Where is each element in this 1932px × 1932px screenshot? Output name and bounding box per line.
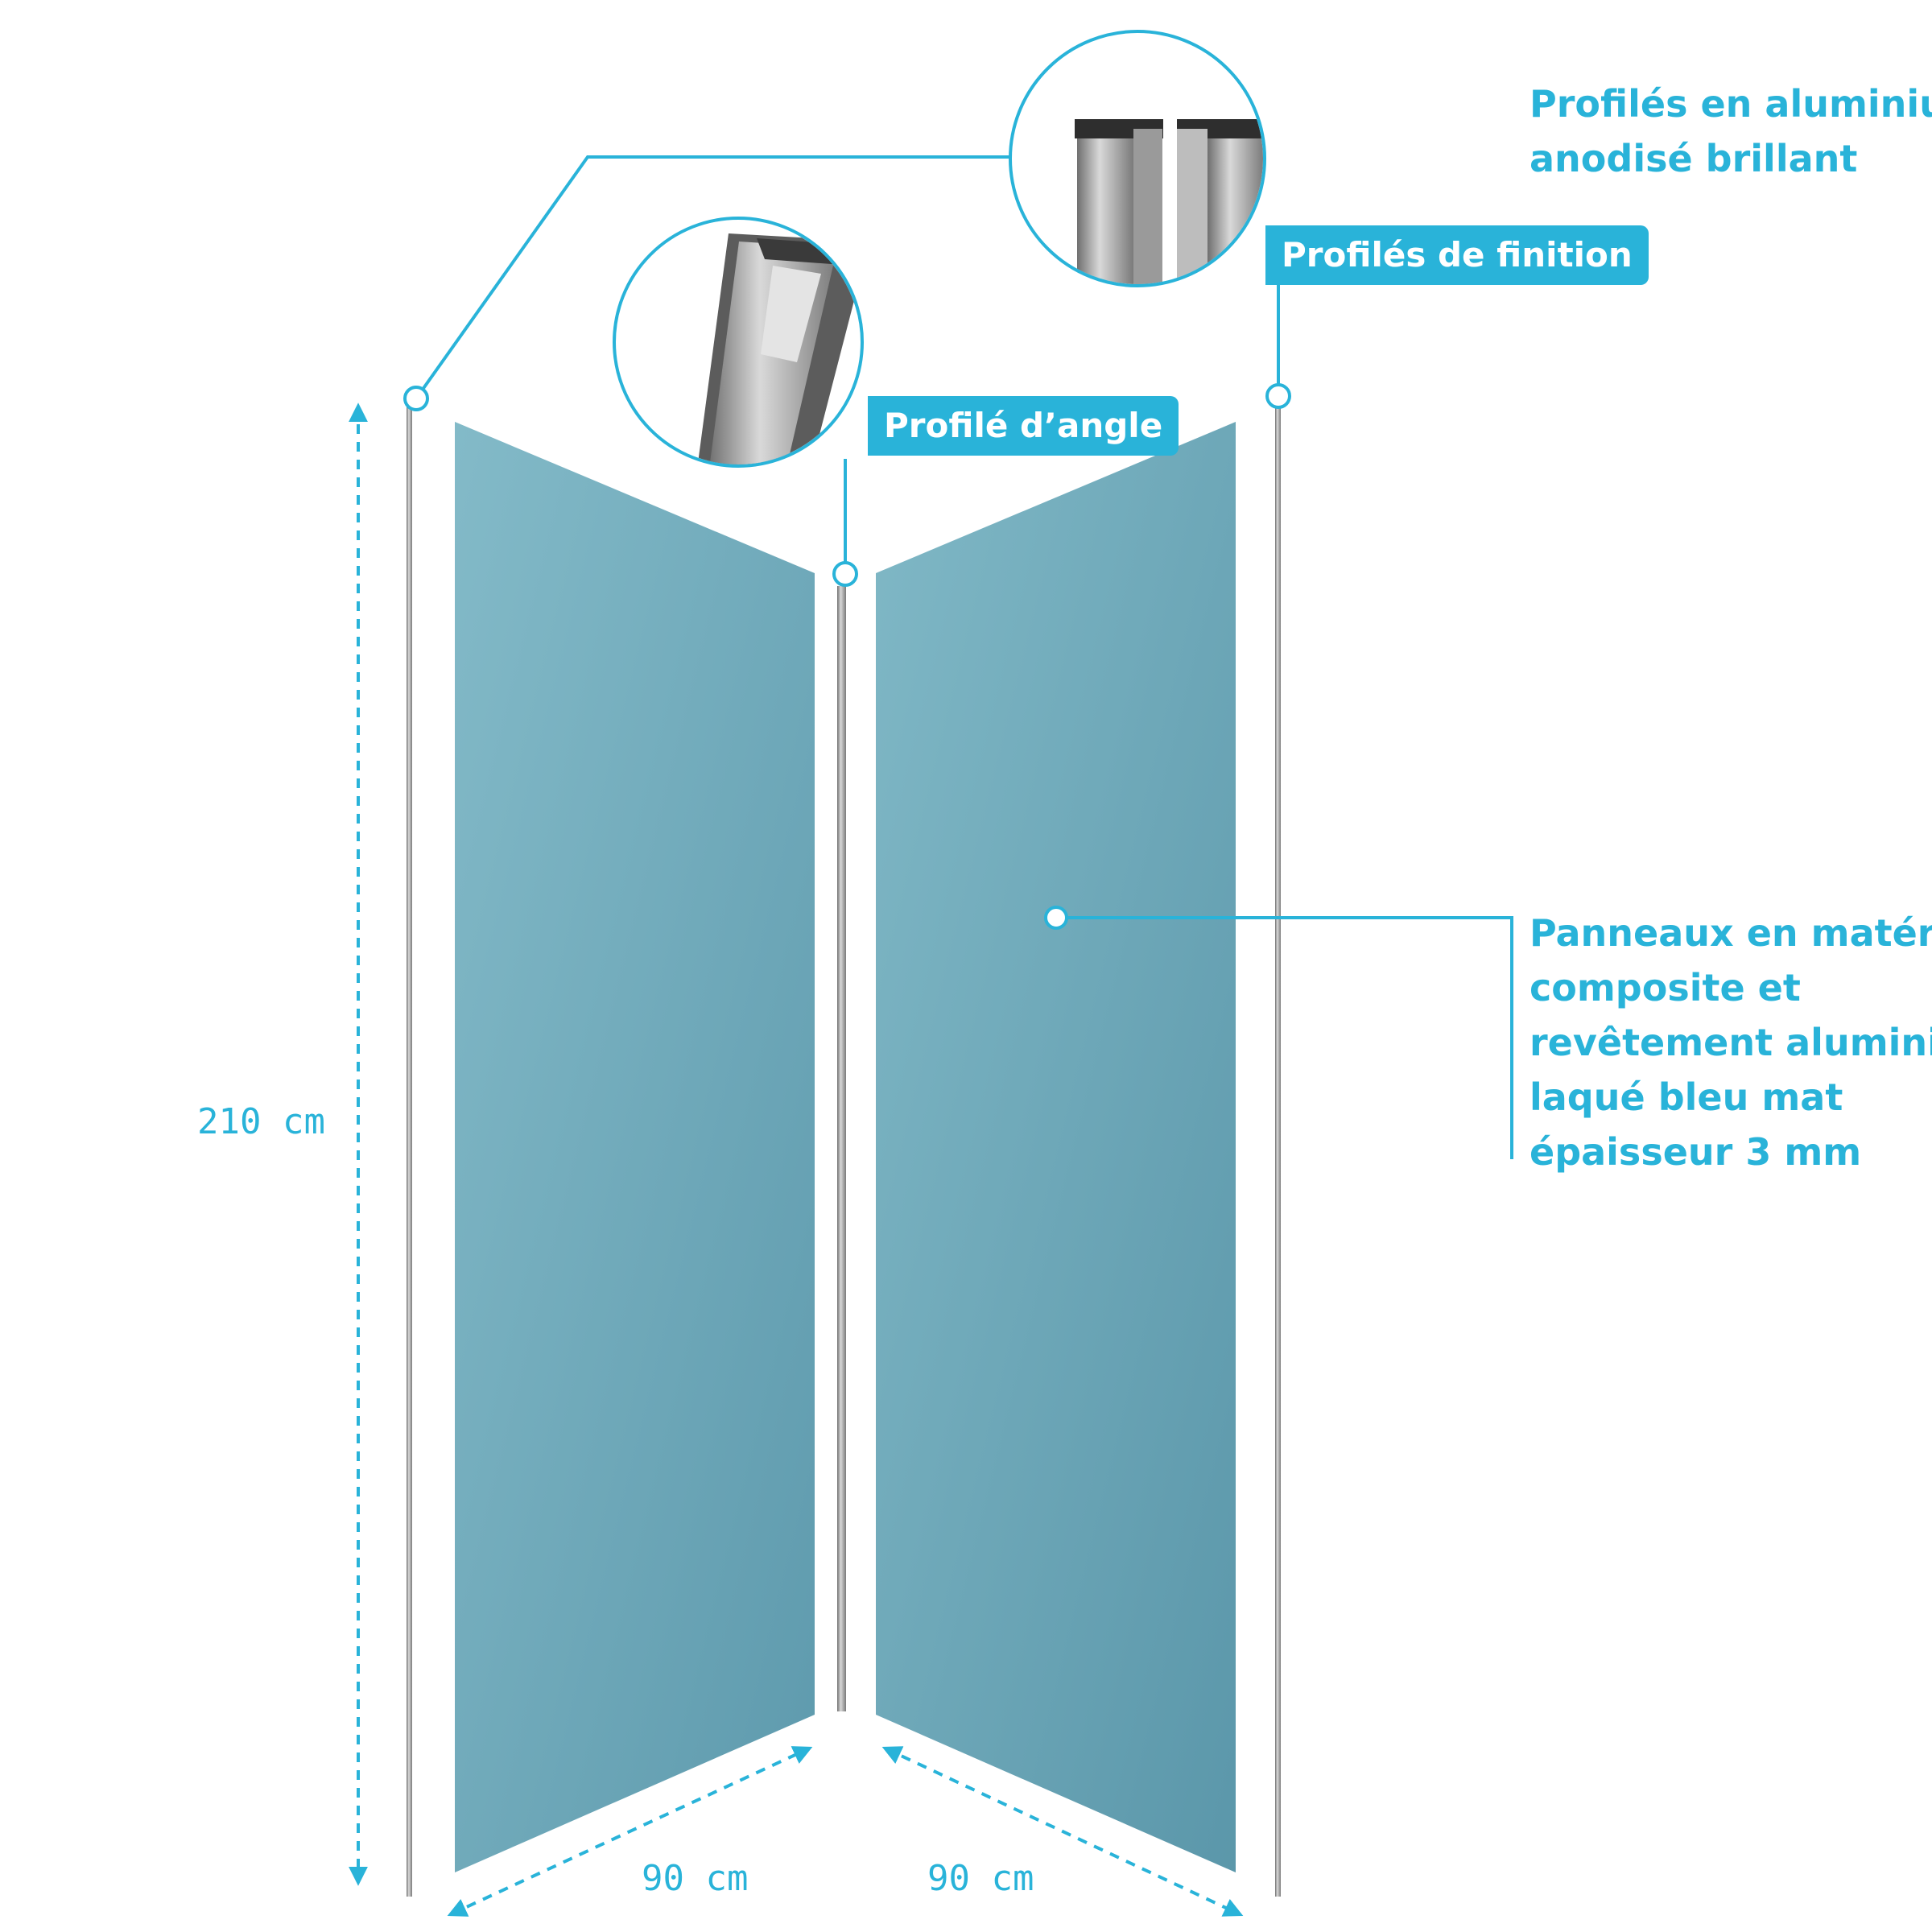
finishing-profiles-detail — [1009, 30, 1266, 287]
right-panel — [876, 422, 1236, 1872]
aluminium-line-2: anodisé brillant — [1530, 137, 1858, 180]
left-finishing-profile — [407, 402, 412, 1897]
corner-profile-tag: Profilé d’angle — [868, 396, 1179, 456]
corner-profile — [837, 586, 846, 1711]
height-dimension-label: 210 cm — [197, 1101, 325, 1142]
panel-line-2: composite et — [1530, 966, 1801, 1009]
panel-description: Panneaux en matériau composite et revête… — [1530, 906, 1932, 1179]
callout-dot-right-profile — [1265, 383, 1291, 409]
aluminium-profiles-description: Profilés en aluminium anodisé brillant — [1530, 76, 1932, 186]
callout-dot-corner-profile — [832, 561, 858, 587]
width-left-dimension-arrow — [447, 1746, 813, 1917]
panel-line-4: laqué bleu mat — [1530, 1075, 1843, 1119]
finishing-profiles-tag: Profilés de finition — [1265, 225, 1649, 285]
aluminium-line-1: Profilés en aluminium — [1530, 82, 1932, 126]
callout-dot-panel — [1044, 906, 1068, 930]
panel-line-1: Panneaux en matériau — [1530, 911, 1932, 955]
width-right-dimension-arrow — [881, 1746, 1244, 1917]
width-right-dimension-label: 90 cm — [927, 1858, 1034, 1899]
panel-line-5: épaisseur 3 mm — [1530, 1130, 1862, 1174]
panel-callout-line — [1067, 916, 1513, 1159]
finishing-callout-line — [415, 155, 1038, 400]
panel-line-3: revêtement aluminium — [1530, 1021, 1932, 1064]
right-finishing-profile — [1275, 402, 1281, 1897]
corner-profile-detail — [613, 217, 864, 468]
callout-dot-left-profile — [403, 386, 429, 411]
left-panel — [455, 422, 815, 1872]
width-left-dimension-label: 90 cm — [642, 1858, 749, 1899]
